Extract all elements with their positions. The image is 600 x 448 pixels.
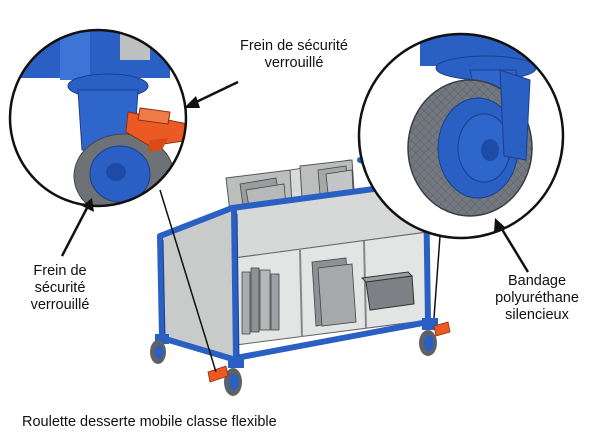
label-brake-left: Frein de sécurité verrouillé <box>0 263 120 314</box>
label-line: polyuréthane <box>495 290 579 306</box>
cart-caster-front-right <box>419 318 451 356</box>
label-line: silencieux <box>505 307 569 323</box>
cart-caster-back-left <box>150 334 169 364</box>
label-line: Frein de <box>33 263 87 279</box>
label-brake-top: Frein de sécurité verrouillé <box>214 38 374 72</box>
label-line: verrouillé <box>264 55 324 71</box>
arrow-right-tire <box>494 218 530 273</box>
arrow-left-brake <box>60 198 94 257</box>
connector-lines <box>159 189 441 373</box>
lower-books <box>241 257 357 335</box>
label-line: Frein de sécurité <box>240 38 348 54</box>
label-line: sécurité <box>34 280 86 296</box>
storage-tray <box>360 271 415 311</box>
zoom-circle-tire <box>357 32 565 240</box>
top-books <box>239 165 354 213</box>
arrow-top-brake <box>184 80 239 108</box>
zoom-circle-brake <box>8 28 188 208</box>
pointer-arrows <box>60 80 530 273</box>
cart-caster-front-left <box>207 356 244 396</box>
label-line: verrouillé <box>30 297 90 313</box>
figure-caption: Roulette desserte mobile classe flexible <box>22 414 277 430</box>
label-tire-right: Bandage polyuréthane silencieux <box>474 273 600 324</box>
label-line: Bandage <box>507 273 567 289</box>
